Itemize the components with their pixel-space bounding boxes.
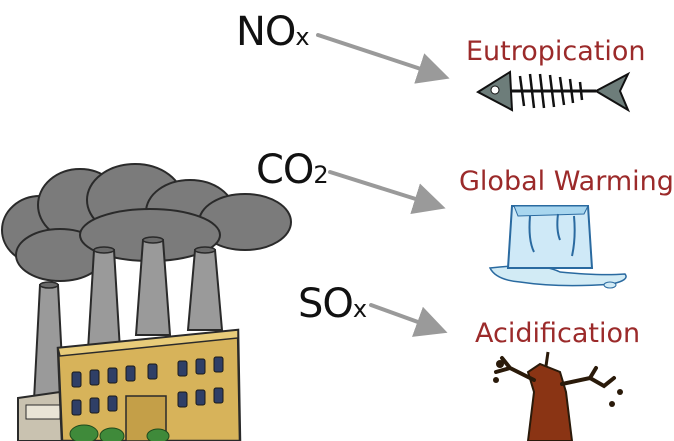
pollutant-nox-main: NO (236, 9, 296, 55)
fish-skeleton-icon (475, 70, 631, 113)
pollutant-co2-sub: 2 (313, 161, 329, 189)
arrow-sox-to-acidification (369, 303, 448, 337)
pollutant-nox-sub: x (295, 23, 310, 51)
effect-label-eutrophication: Eutropication (466, 36, 646, 67)
pollutant-sox-sub: x (352, 295, 368, 323)
melting-ice-icon (488, 205, 627, 289)
factory-icon (1, 163, 292, 441)
pollutant-label-co2: CO2 (256, 150, 329, 190)
arrow-nox-to-eutrophication (316, 33, 450, 84)
pollutant-label-nox: NOx (236, 12, 310, 52)
effect-label-global-warming: Global Warming (459, 166, 674, 197)
effect-label-acidification: Acidification (475, 318, 641, 349)
pollutant-co2-main: CO (256, 147, 314, 193)
dead-tree-icon (493, 351, 623, 441)
arrows (316, 33, 450, 337)
pollutant-sox-main: SO (298, 281, 354, 327)
pollutant-label-sox: SOx (298, 284, 367, 324)
arrow-co2-to-global-warming (328, 170, 446, 215)
smoke-cloud (1, 163, 292, 282)
factory-building (56, 328, 242, 441)
bushes (69, 424, 170, 441)
